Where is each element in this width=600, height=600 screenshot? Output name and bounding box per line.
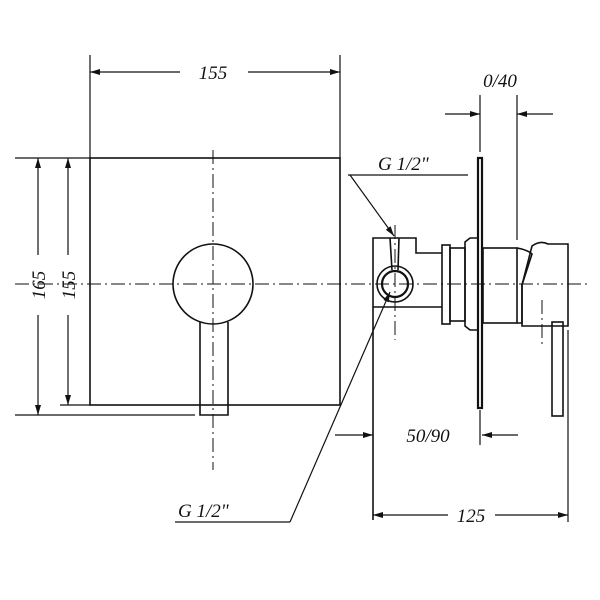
dimension-total-depth: 125	[373, 506, 568, 527]
dim-label-depth-range: 50/90	[406, 426, 450, 447]
dimension-depth-range: 50/90	[335, 410, 518, 447]
dimension-front-width: 155	[89, 55, 341, 158]
inlet-thread-text: G 1/2"	[378, 154, 430, 175]
wall-plate	[476, 156, 484, 410]
cartridge-sleeve	[482, 247, 518, 324]
side-view	[372, 156, 569, 522]
dim-label-wall-adjust: 0/40	[483, 71, 517, 92]
dim-label-height-outer: 165	[29, 271, 50, 300]
dim-label-total-depth: 125	[457, 506, 486, 527]
handle-body	[521, 241, 569, 327]
label-outlet-thread: G 1/2"	[175, 291, 391, 523]
outlet-thread-text: G 1/2"	[178, 501, 230, 522]
side-lever	[551, 321, 564, 417]
dim-label-width: 155	[199, 63, 228, 84]
dimension-wall-adjust: 0/40	[445, 71, 553, 240]
label-inlet-thread: G 1/2"	[348, 154, 468, 237]
front-view	[89, 157, 341, 416]
dimension-front-heights: 165 155	[15, 157, 195, 416]
dim-label-height-plate: 155	[59, 271, 80, 300]
cover-plate	[89, 157, 341, 406]
handle-lever	[199, 322, 229, 416]
handle-hub	[172, 243, 254, 325]
inlet-fitting	[376, 265, 414, 303]
